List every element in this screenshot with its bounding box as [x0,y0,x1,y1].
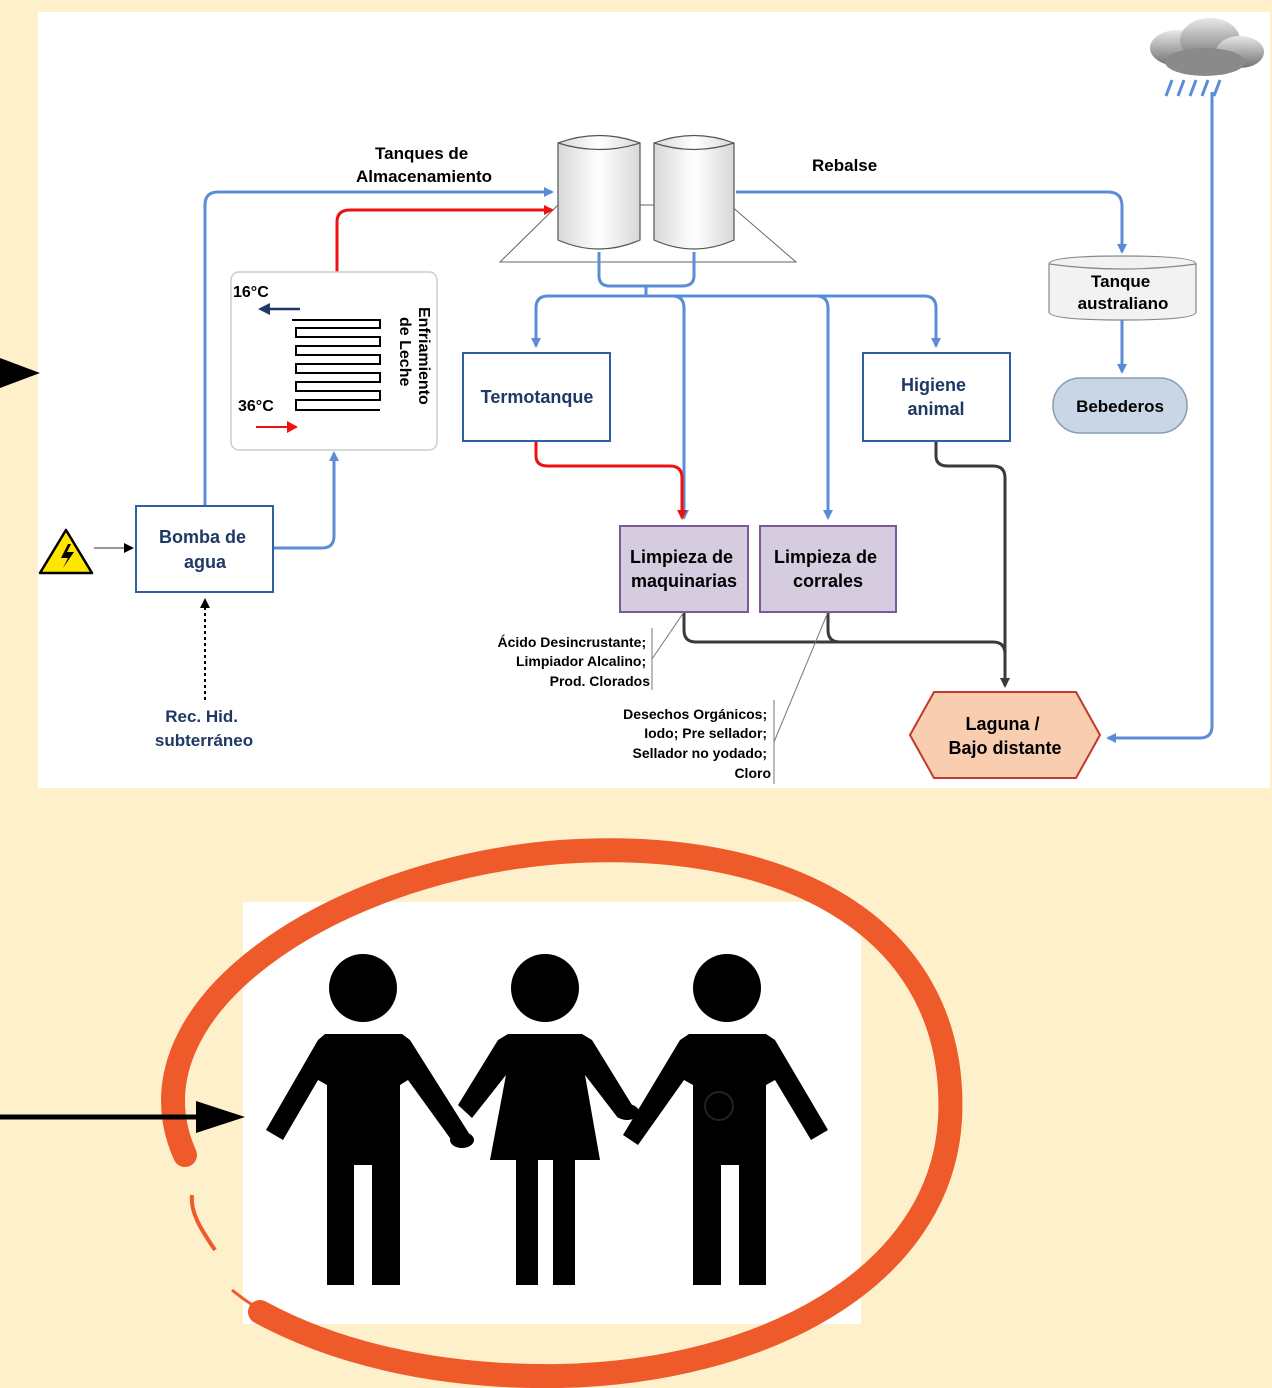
orange-ring-icon [161,838,963,1388]
corral-waste-callout [773,611,829,784]
temp-in-label: 36°C [238,398,274,415]
flow-to-corral-cleaning [815,294,833,520]
cooling-label: Enfriamiento de Leche [396,307,432,409]
temp-in-arrowhead [287,421,298,433]
machine-cleaning-label: Limpieza de maquinarias [630,547,738,591]
flow-overflow [736,190,1127,254]
machine-chemicals-list: Ácido Desincrustante; Limpiador Alcalino… [498,634,651,689]
cloud-rain-icon [1150,18,1264,97]
flow-termotanque-hot [534,441,687,520]
left-pointer-arrow-top [0,358,40,388]
laguna-box [908,691,1102,779]
bebederos-label: Bebederos [1076,397,1164,416]
flow-to-machine-cleaning [671,294,689,520]
temp-out-arrowhead [258,303,270,315]
laguna-label: Laguna / Bajo distante [948,714,1061,758]
temp-out-label: 16°C [233,284,269,301]
storage-tank-icon [498,134,798,263]
machine-chemicals-callout [651,611,685,690]
people-holding-hands-icon [266,954,828,1285]
flow-pump-to-storage [203,187,554,505]
machine-cleaning-box [619,525,749,613]
termotanque-label: Termotanque [481,387,594,407]
bebederos-box [1052,377,1188,434]
corral-cleaning-box [759,525,897,613]
flow-rain-to-laguna [1106,92,1214,743]
storage-label: Tanques de Almacenamiento [356,144,492,186]
flow-distribution-header [548,294,941,348]
flow-waste-corrals [826,612,841,644]
flow-hot-milk [335,205,554,272]
tanque-australiano-label: Tanque australiano [1078,272,1169,313]
corral-cleaning-label: Limpieza de corrales [774,547,882,591]
milk-cooler [230,271,438,451]
flow-tank-outlet [597,252,696,296]
corral-waste-list: Desechos Orgánicos; Iodo; Pre sellador; … [623,706,771,781]
tanque-australiano [1048,255,1197,321]
left-pointer-arrowhead-bottom [196,1101,245,1133]
flow-to-termotanque [531,294,549,348]
higiene-box [862,352,1011,442]
pump-label: Bomba de agua [159,527,251,572]
flow-waste-machines [682,612,1007,655]
cooling-coil [292,319,381,411]
flow-waste-higiene [934,441,1010,688]
higiene-label: Higiene animal [901,375,971,419]
groundwater-label: Rec. Hid. subterráneo [155,707,253,750]
pump-box [135,505,274,593]
termotanque-box [462,352,611,442]
electric-hazard-icon [38,528,94,575]
flow-pump-to-cooler [273,451,339,550]
overflow-label: Rebalse [812,156,877,175]
